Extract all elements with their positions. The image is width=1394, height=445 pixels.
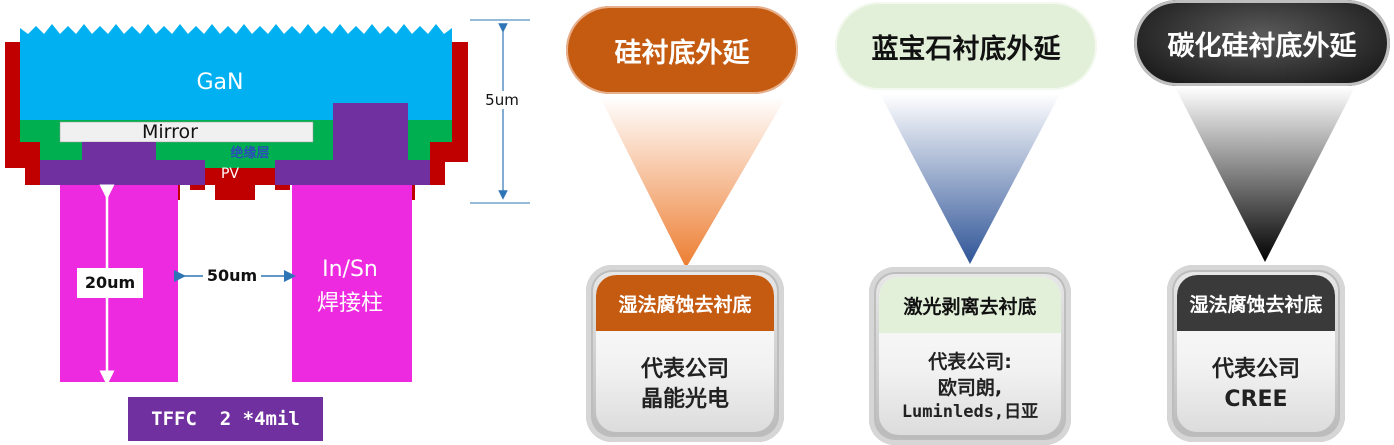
companies-sapphire: 代表公司: 欧司朗, Luminleds,日亚 bbox=[879, 347, 1061, 427]
card-sic-inner: 湿法腐蚀去衬底 代表公司 CREE bbox=[1177, 275, 1335, 432]
cone-silicon bbox=[600, 97, 786, 268]
card-silicon: 湿法腐蚀去衬底 代表公司 晶能光电 bbox=[586, 265, 784, 442]
n-electrode-metal bbox=[40, 142, 205, 185]
companies-sic: 代表公司 CREE bbox=[1177, 345, 1335, 424]
gap-label-box bbox=[203, 264, 261, 288]
chip-label: TFFC 2 *4mil bbox=[128, 397, 323, 441]
thickness-label: 5um bbox=[478, 91, 526, 109]
companies-sic-line2: CREE bbox=[1224, 386, 1288, 412]
height-label-box bbox=[77, 268, 143, 298]
companies-sapphire-line2: 欧司朗, bbox=[937, 376, 1003, 399]
card-sapphire-inner: 激光剥离去衬底 代表公司: 欧司朗, Luminleds,日亚 bbox=[879, 277, 1061, 435]
method-sapphire: 激光剥离去衬底 bbox=[879, 277, 1061, 333]
pv-label: PV bbox=[220, 166, 240, 182]
companies-silicon: 代表公司 晶能光电 bbox=[596, 345, 774, 424]
method-sic: 湿法腐蚀去衬底 bbox=[1177, 275, 1335, 331]
pillar-label-line2: 焊接柱 bbox=[316, 291, 383, 316]
pillar-label-line1: In/Sn bbox=[322, 257, 378, 282]
gap-label: 50um bbox=[206, 266, 258, 285]
cone-sapphire bbox=[880, 94, 1060, 264]
title-sapphire-substrate: 蓝宝石衬底外延 bbox=[835, 2, 1097, 90]
title-sic-substrate: 碳化硅衬底外延 bbox=[1134, 0, 1390, 86]
mirror-layer bbox=[59, 121, 314, 143]
gan-label: GaN bbox=[196, 70, 244, 95]
companies-silicon-line2: 晶能光电 bbox=[640, 386, 729, 412]
method-silicon: 湿法腐蚀去衬底 bbox=[596, 275, 774, 331]
companies-sic-line1: 代表公司 bbox=[1211, 356, 1300, 382]
mirror-label: Mirror bbox=[142, 121, 198, 143]
card-sic: 湿法腐蚀去衬底 代表公司 CREE bbox=[1167, 265, 1345, 442]
cone-sic bbox=[1175, 87, 1355, 262]
height-label: 20um bbox=[84, 273, 136, 292]
companies-sapphire-line3: Luminleds,日亚 bbox=[901, 402, 1039, 423]
card-silicon-inner: 湿法腐蚀去衬底 代表公司 晶能光电 bbox=[596, 275, 774, 432]
p-electrode-metal bbox=[275, 103, 430, 185]
insulation-label: 绝缘层 bbox=[230, 146, 270, 161]
right-solder-pillar bbox=[292, 185, 412, 382]
title-silicon-substrate: 硅衬底外延 bbox=[566, 6, 798, 94]
card-sapphire: 激光剥离去衬底 代表公司: 欧司朗, Luminleds,日亚 bbox=[869, 267, 1071, 445]
companies-sapphire-line1: 代表公司: bbox=[928, 350, 1012, 373]
gan-layer bbox=[20, 24, 452, 120]
companies-silicon-line1: 代表公司 bbox=[640, 356, 729, 382]
